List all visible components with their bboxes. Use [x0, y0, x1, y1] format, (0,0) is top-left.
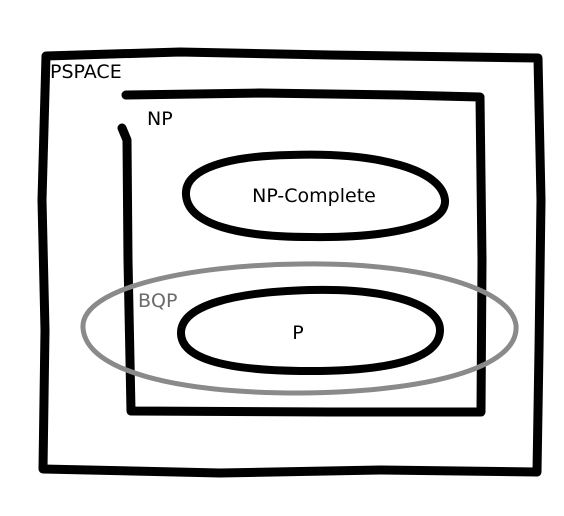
pspace-set: PSPACE	[37, 47, 546, 478]
np-outline	[117, 88, 487, 417]
np-set: NP	[117, 88, 487, 417]
p-set: P	[177, 285, 444, 376]
bqp-label: BQP	[138, 290, 177, 312]
p-outline	[177, 285, 444, 376]
np-complete-outline	[182, 150, 449, 242]
p-label: P	[292, 322, 303, 344]
np-label: NP	[147, 108, 173, 130]
np-complete-label: NP-Complete	[252, 185, 376, 207]
np-complete-set: NP-Complete	[182, 150, 449, 242]
pspace-label: PSPACE	[50, 61, 122, 83]
bqp-outline	[80, 261, 519, 396]
pspace-outline	[37, 47, 546, 478]
bqp-set: BQP	[80, 261, 519, 396]
